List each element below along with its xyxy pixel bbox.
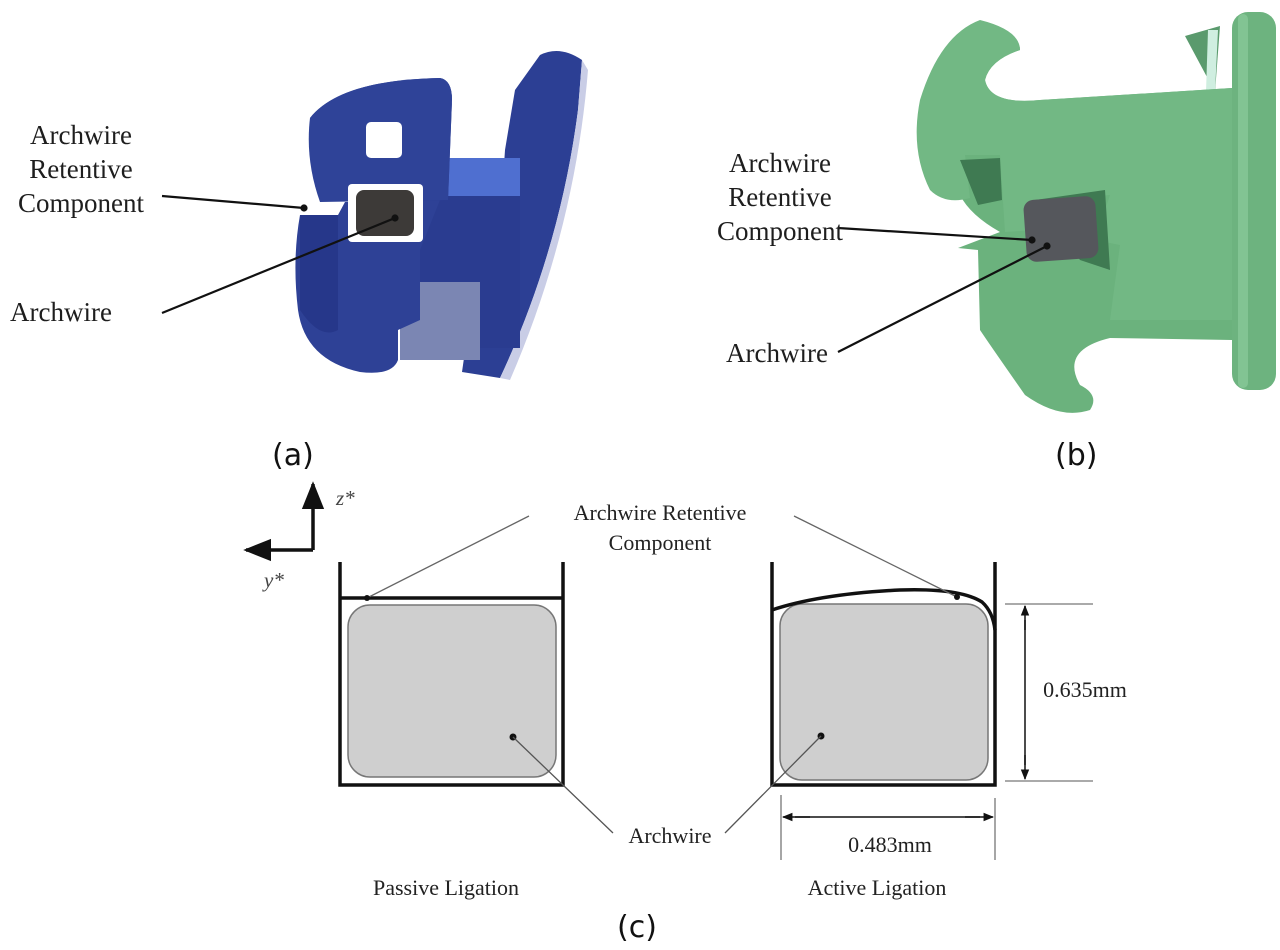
- bracket-b-illustration: [837, 12, 1276, 413]
- archwire-b: [1023, 196, 1099, 262]
- leader-b-archwire: [837, 245, 1048, 353]
- leader-a-archwire: [161, 216, 396, 315]
- dimension-width: [780, 795, 996, 860]
- label-passive-ligation: Passive Ligation: [372, 875, 520, 900]
- panel-a-tag: (a): [272, 438, 314, 473]
- active-archwire: [779, 603, 989, 781]
- axis-indicator: [243, 481, 325, 562]
- panel-a: Archwire Retentive Component Archwire (a…: [0, 0, 640, 480]
- label-c-retentive-component: Archwire Retentive Component: [573, 500, 747, 555]
- leader-b-retentive: [837, 226, 1033, 242]
- active-retentive-component: [771, 588, 997, 631]
- axis-y-label: y*: [264, 568, 284, 592]
- label-a-archwire: Archwire: [10, 297, 112, 327]
- schematic-c: [243, 481, 1093, 860]
- label-a-retentive-component: Archwire Retentive Component: [18, 120, 144, 218]
- panel-c-tag: (c): [617, 910, 657, 945]
- dimension-height-label: 0.635mm: [1043, 677, 1127, 702]
- dimension-width-label: 0.483mm: [848, 832, 932, 857]
- label-b-archwire: Archwire: [726, 338, 828, 368]
- label-c-archwire: Archwire: [628, 823, 712, 848]
- active-slot: [770, 562, 997, 787]
- label-active-ligation: Active Ligation: [807, 875, 947, 900]
- axis-z-label: z*: [336, 486, 355, 510]
- panel-b: Archwire Retentive Component Archwire: [640, 0, 1280, 480]
- passive-slot: [338, 562, 565, 787]
- archwire-a: [356, 190, 414, 236]
- panel-b-tag-label: (b): [1055, 438, 1098, 473]
- passive-archwire: [347, 604, 557, 778]
- leader-a-retentive: [161, 194, 305, 210]
- panel-c: z* y* Archwire Retentive Component Archw…: [0, 470, 1280, 950]
- dimension-height: [1005, 603, 1093, 782]
- label-b-retentive-component: Archwire Retentive Component: [717, 148, 843, 246]
- bracket-a-illustration: [161, 51, 588, 380]
